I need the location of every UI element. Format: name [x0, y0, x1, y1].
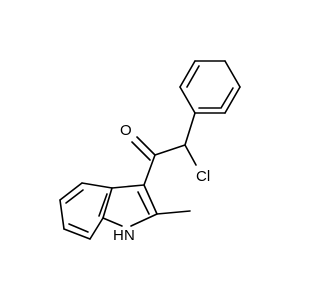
methyl-bond — [156, 210, 191, 215]
benz-bond-6 — [89, 217, 104, 240]
chc-phenyl-bond — [184, 112, 196, 146]
phenyl-bond-4 — [224, 60, 241, 88]
nh-h-label: H — [113, 227, 124, 244]
nh-n-label: N — [124, 227, 135, 244]
phenyl-bond-1 — [179, 86, 196, 114]
benz-double-2 — [65, 189, 84, 204]
molecule-structure-diagram: Cl O H N — [59, 60, 241, 244]
c3-c2-bond — [143, 184, 158, 215]
carbonyl-double-a — [136, 136, 156, 156]
c3-c3a-bond — [111, 184, 145, 189]
chlorine-label: Cl — [196, 168, 210, 185]
carbonyl-double-b — [131, 141, 151, 161]
phenyl-bond-5 — [224, 86, 241, 114]
phenyl-bond-2 — [179, 60, 196, 88]
phenyl-double-1 — [186, 65, 200, 88]
benz-bond-4 — [59, 199, 65, 230]
benz-bond-3 — [59, 182, 83, 201]
carbonyl-chc-bond — [154, 144, 186, 156]
benz-bond-1 — [102, 187, 113, 219]
benz-bond-5 — [63, 228, 91, 240]
benz-double-3 — [68, 223, 89, 233]
phenyl-ring — [179, 60, 241, 114]
indole-pyrrole-ring — [102, 184, 158, 227]
phenyl-double-2 — [220, 87, 234, 109]
chc-chlorine-bond — [184, 144, 197, 166]
carbonyl-indole-bond — [143, 154, 156, 186]
n-c7a-bond — [102, 217, 123, 227]
benz-bond-2 — [81, 182, 113, 189]
benz-double-1 — [98, 193, 108, 217]
c2-n-bond — [130, 213, 158, 227]
oxygen-label: O — [120, 122, 132, 139]
c3-c2-double — [137, 191, 150, 215]
indole-benzene-ring — [59, 182, 113, 240]
